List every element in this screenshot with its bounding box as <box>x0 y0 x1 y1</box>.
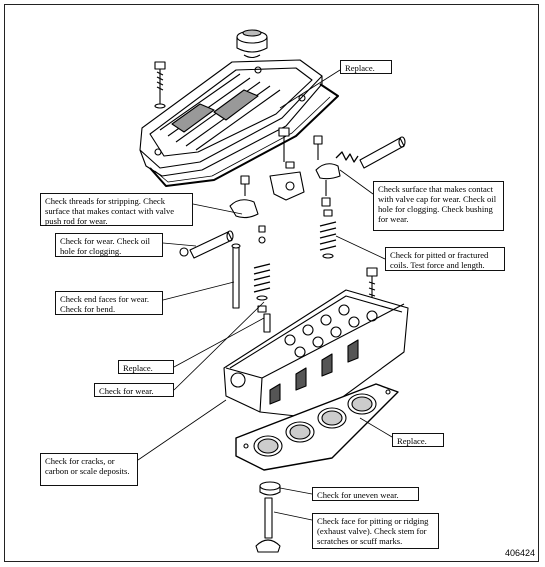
callout-check-push-rod: Check end faces for wear. Check for bend… <box>55 291 163 315</box>
cover-bolt <box>154 61 166 109</box>
figure-number: 406424 <box>504 548 535 558</box>
callout-check-valve-cap-contact: Check surface that makes contact with va… <box>373 181 504 231</box>
cylinder-head <box>223 289 409 419</box>
rocker-shaft-left <box>179 230 234 259</box>
callout-check-wear-oil-hole: Check for wear. Check oil hole for clogg… <box>55 233 163 257</box>
push-rod <box>231 243 241 309</box>
valve-seat <box>259 481 281 496</box>
rocker-shaft-right <box>315 136 406 207</box>
callout-check-for-wear: Check for wear. <box>94 383 174 397</box>
callout-check-cracks: Check for cracks, or carbon or scale dep… <box>40 453 138 486</box>
callout-check-threads: Check threads for stripping. Check surfa… <box>40 193 193 226</box>
head-bolt <box>366 267 378 300</box>
valve-stack-right <box>319 209 337 259</box>
callout-replace-seals: Replace. <box>118 360 174 374</box>
intake-valve <box>255 497 281 553</box>
callout-check-uneven-wear: Check for uneven wear. <box>312 487 419 501</box>
head-gasket <box>235 383 399 471</box>
rocker-assembly-left <box>229 127 323 219</box>
oil-filler-cap <box>236 29 268 59</box>
valve-stack-left <box>253 225 271 333</box>
callout-replace-gasket: Replace. <box>392 433 444 447</box>
callout-check-valve-face: Check face for pitting or ridging (exhau… <box>312 513 439 549</box>
valve-cover <box>139 59 323 177</box>
callout-check-spring-coils: Check for pitted or fractured coils. Tes… <box>385 247 505 271</box>
cover-gasket <box>149 83 339 187</box>
leader-lines <box>137 69 393 521</box>
callout-replace-valve-cover: Replace. <box>340 60 392 74</box>
